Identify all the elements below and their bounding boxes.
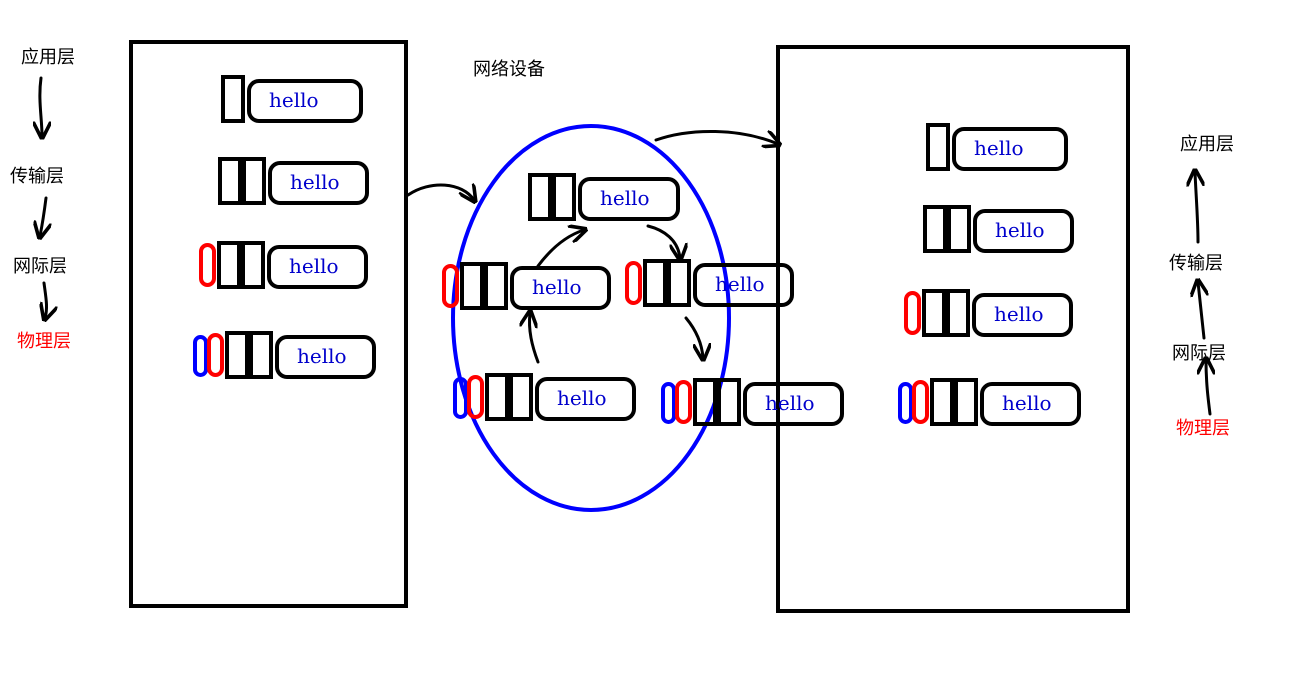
payload-box — [268, 161, 369, 205]
payload-box — [980, 382, 1081, 426]
receiver-packet-application: hello — [926, 123, 1068, 171]
right-layer-physical: 物理层 — [1176, 418, 1230, 439]
link-header — [904, 291, 921, 335]
payload-text: hello — [297, 344, 347, 368]
payload-text: hello — [1002, 391, 1052, 415]
payload-box — [247, 79, 363, 123]
link-header — [625, 261, 642, 305]
router-packet-right: hello — [625, 259, 794, 307]
layer-header — [717, 378, 741, 426]
layer-header — [667, 259, 691, 307]
right-layer-application: 应用层 — [1180, 134, 1234, 155]
left-layer-transport: 传输层 — [10, 166, 64, 187]
layer-header — [930, 378, 954, 426]
layer-header — [485, 373, 509, 421]
payload-box — [693, 263, 794, 307]
layer-header — [693, 378, 717, 426]
layer-header — [509, 373, 533, 421]
link-header — [912, 380, 929, 424]
payload-box — [267, 245, 368, 289]
payload-text: hello — [557, 386, 607, 410]
left-layer-labels: 应用层 传输层 网际层 物理层 — [10, 47, 75, 352]
layer-header — [923, 205, 947, 253]
left-layer-internet: 网际层 — [13, 256, 67, 277]
physical-header — [898, 382, 913, 424]
layer-header — [954, 378, 978, 426]
receiver-packet-transport: hello — [923, 205, 1074, 253]
payload-text: hello — [290, 170, 340, 194]
sender-packet-transport: hello — [218, 157, 369, 205]
layer-header — [217, 241, 241, 289]
layer-header — [225, 331, 249, 379]
layer-header — [643, 259, 667, 307]
packets-layer: hello hello hello hello hello hello hello hello… — [193, 75, 1081, 426]
sender-packet-application: hello — [221, 75, 363, 123]
layer-header — [249, 331, 273, 379]
physical-header — [661, 382, 676, 424]
payload-box — [743, 382, 844, 426]
payload-text: hello — [715, 272, 765, 296]
receiver-host-box — [776, 45, 1130, 613]
link-header — [442, 264, 459, 308]
payload-box — [275, 335, 376, 379]
flow-arrows — [406, 130, 778, 364]
payload-box — [535, 377, 636, 421]
receiver-packet-physical: hello — [898, 378, 1081, 426]
layer-header — [922, 289, 946, 337]
physical-header — [453, 377, 468, 419]
link-header — [207, 333, 224, 377]
left-layer-physical: 物理层 — [17, 331, 71, 352]
sender-packet-physical: hello — [193, 331, 376, 379]
payload-box — [973, 209, 1074, 253]
payload-text: hello — [765, 391, 815, 415]
layer-header — [242, 157, 266, 205]
left-down-arrows — [40, 76, 47, 318]
layer-header — [241, 241, 265, 289]
receiver-packet-internet: hello — [904, 289, 1073, 337]
layer-header — [926, 123, 950, 171]
right-up-arrows — [1195, 172, 1210, 416]
payload-text: hello — [289, 254, 339, 278]
layer-header — [460, 262, 484, 310]
router-packet-bottom-right: hello — [661, 378, 844, 426]
right-layer-internet: 网际层 — [1172, 343, 1226, 364]
router-packet-top: hello — [528, 173, 680, 221]
layer-header — [218, 157, 242, 205]
right-layer-labels: 应用层 传输层 网际层 物理层 — [1169, 134, 1234, 439]
layer-header — [552, 173, 576, 221]
payload-text: hello — [994, 302, 1044, 326]
layer-header — [221, 75, 245, 123]
payload-text: hello — [995, 218, 1045, 242]
network-device-title: 网络设备 — [473, 59, 545, 80]
payload-text: hello — [269, 88, 319, 112]
network-device-cloud: 网络设备 — [451, 59, 731, 512]
sender-packet-internet: hello — [199, 241, 368, 289]
link-header — [675, 380, 692, 424]
link-header — [467, 375, 484, 419]
sender-host-box — [129, 40, 408, 608]
layer-header — [947, 205, 971, 253]
link-header — [199, 243, 216, 287]
payload-text: hello — [532, 275, 582, 299]
right-layer-transport: 传输层 — [1169, 253, 1223, 274]
layer-header — [946, 289, 970, 337]
payload-box — [510, 266, 611, 310]
left-layer-application: 应用层 — [21, 47, 75, 68]
payload-box — [972, 293, 1073, 337]
physical-header — [193, 335, 208, 377]
payload-text: hello — [974, 136, 1024, 160]
layer-header — [528, 173, 552, 221]
payload-box — [952, 127, 1068, 171]
layer-header — [484, 262, 508, 310]
payload-text: hello — [600, 186, 650, 210]
router-packet-bottom-left: hello — [453, 373, 636, 421]
router-packet-left: hello — [442, 262, 611, 310]
payload-box — [578, 177, 680, 221]
